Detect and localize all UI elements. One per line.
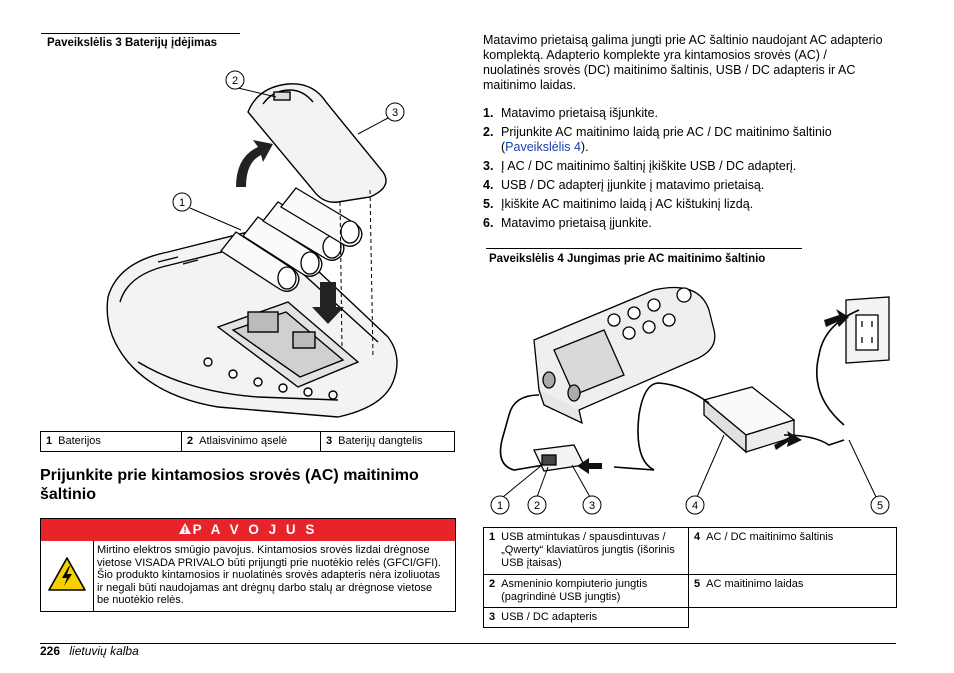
list-item: 2. Prijunkite AC maitinimo laidą prie AC… xyxy=(483,125,832,154)
danger-header: P A V O J U S xyxy=(41,519,455,541)
steps-list: 1.Matavimo prietaisą išjunkite. 2. Priju… xyxy=(483,106,903,231)
wall-outlet-drawing xyxy=(845,296,890,364)
figure4-callout-1: 1 xyxy=(497,500,503,512)
figure3-callout-1: 1 xyxy=(179,197,185,209)
figure3-callout-2: 2 xyxy=(232,75,238,87)
table-row: 2 Asmeninio kompiuterio jungtis(pagrindi… xyxy=(483,574,897,608)
warning-text: Mirtino elektros smūgio pavojus. Kintamo… xyxy=(97,544,441,607)
batteries-drawing xyxy=(220,187,363,292)
list-item: 6.Matavimo prietaisą įjunkite. xyxy=(483,216,652,230)
warning-triangle-icon xyxy=(178,519,191,541)
figure3-callout-3: 3 xyxy=(392,107,398,119)
figure4-callout-2: 2 xyxy=(534,500,540,512)
figure4-top-rule xyxy=(486,248,802,249)
legend-cell: 2 Asmeninio kompiuterio jungtis(pagrindi… xyxy=(483,574,689,608)
usb-dc-adapter-drawing xyxy=(533,444,585,472)
footer-language: lietuvių kalba xyxy=(69,644,139,658)
table-row: 1 USB atmintukas / spausdintuvas /„Qwert… xyxy=(483,527,897,575)
danger-title: P A V O J U S xyxy=(192,522,318,537)
figure4-title: Paveikslėlis 4 Jungimas prie AC maitinim… xyxy=(489,253,766,265)
figure3-top-rule xyxy=(41,33,240,34)
intro-paragraph: Matavimo prietaisą galima jungti prie AC… xyxy=(483,33,883,92)
legend-cell: 1 USB atmintukas / spausdintuvas /„Qwert… xyxy=(483,527,689,575)
figure4-callout-4: 4 xyxy=(692,500,698,512)
figure4-callout-3: 3 xyxy=(589,500,595,512)
footer-rule xyxy=(40,643,896,644)
meter-body-drawing xyxy=(106,230,398,418)
alignment-guides xyxy=(339,189,374,359)
figure4-callout-5: 5 xyxy=(877,500,883,512)
section-heading: Prijunkite prie kintamosios srovės (AC) … xyxy=(40,467,419,503)
figure3-callouts xyxy=(172,70,405,231)
legend-cell-empty xyxy=(689,608,897,628)
list-item: 4.USB / DC adapterį įjunkite į matavimo … xyxy=(483,178,765,192)
insert-arrows-drawing xyxy=(236,140,344,324)
list-item: 5.Įkiškite AC maitinimo laidą į AC kištu… xyxy=(483,197,754,211)
figure3-title: Paveikslėlis 3 Baterijų įdėjimas xyxy=(47,37,218,49)
power-supply-drawing xyxy=(702,386,796,454)
battery-installation-illustration: 1 2 3 xyxy=(106,70,405,418)
page-number: 226 xyxy=(40,644,61,658)
ac-connection-illustration: 1 2 3 4 5 xyxy=(490,286,890,515)
footer: 226 lietuvių kalba xyxy=(40,644,139,658)
electric-shock-icon xyxy=(48,557,86,591)
battery-cover-drawing xyxy=(247,83,387,203)
danger-warning-box: P A V O J U S Mirtino elektros smūgio pa… xyxy=(40,518,456,612)
figure4-legend-table: 1 USB atmintukas / spausdintuvas /„Qwert… xyxy=(483,527,897,628)
meter-drawing xyxy=(533,286,716,425)
warning-icon-cell xyxy=(41,541,94,611)
list-item: 1.Matavimo prietaisą išjunkite. xyxy=(483,106,659,120)
connection-arrows xyxy=(577,309,849,474)
figure4-link[interactable]: Paveikslėlis 4 xyxy=(505,140,581,154)
figure4-callouts xyxy=(490,434,890,515)
list-item: 3.Į AC / DC maitinimo šaltinį įkiškite U… xyxy=(483,159,797,173)
